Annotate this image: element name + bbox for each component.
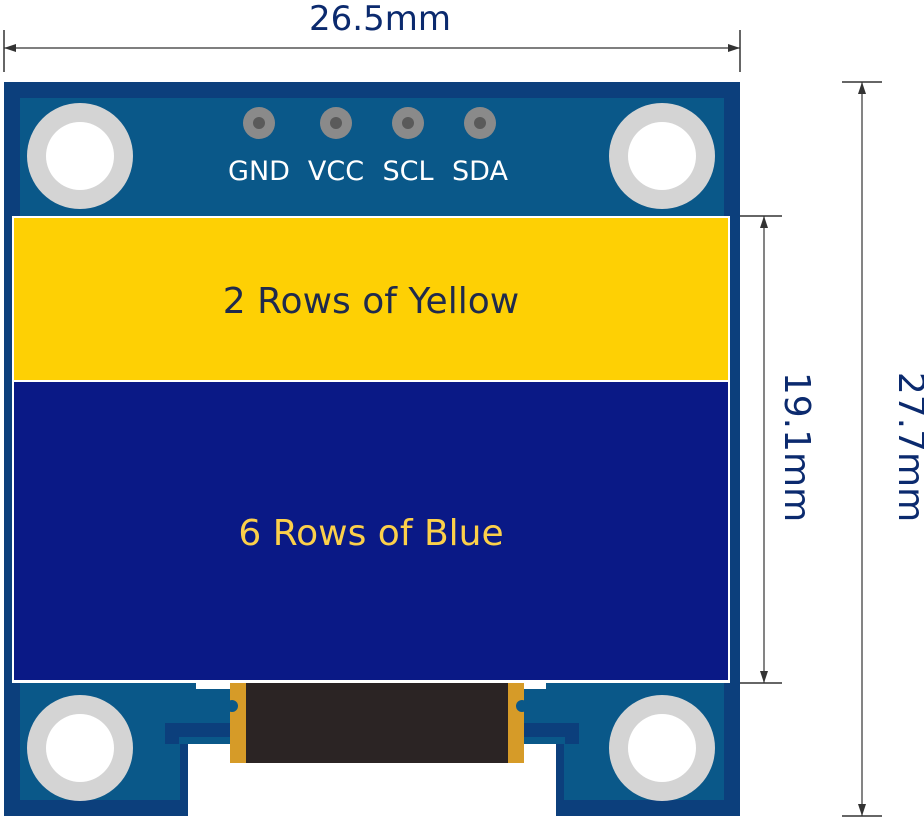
mounting-hole-bottom-right bbox=[609, 695, 715, 801]
mounting-hole-top-right bbox=[609, 103, 715, 209]
pin-label-gnd: GND bbox=[228, 156, 290, 187]
mounting-hole-bottom-left bbox=[27, 695, 133, 801]
pin-label-vcc: VCC bbox=[308, 156, 364, 187]
header-pin-scl bbox=[392, 107, 424, 139]
blue-region bbox=[14, 382, 728, 680]
pin-label-sda: SDA bbox=[452, 156, 508, 187]
header-pin-vcc bbox=[320, 107, 352, 139]
pin-label-scl: SCL bbox=[382, 156, 433, 187]
blue-region-label: 6 Rows of Blue bbox=[238, 513, 503, 554]
display-height-dimension: 19.1mm bbox=[738, 215, 817, 684]
width-dimension: 26.5mm bbox=[3, 0, 741, 72]
yellow-region-label: 2 Rows of Yellow bbox=[223, 281, 519, 322]
width-label: 26.5mm bbox=[309, 0, 451, 39]
header-pin-sda bbox=[464, 107, 496, 139]
header-pin-gnd bbox=[243, 107, 275, 139]
board-height-label: 27.7mm bbox=[890, 372, 924, 522]
yellow-region bbox=[14, 218, 728, 380]
board-height-dimension: 27.7mm bbox=[842, 81, 924, 817]
display-height-label: 19.1mm bbox=[776, 372, 817, 522]
mounting-hole-top-left bbox=[27, 103, 133, 209]
display-panel: 2 Rows of Yellow 6 Rows of Blue bbox=[12, 216, 730, 683]
flex-cable bbox=[196, 681, 546, 763]
